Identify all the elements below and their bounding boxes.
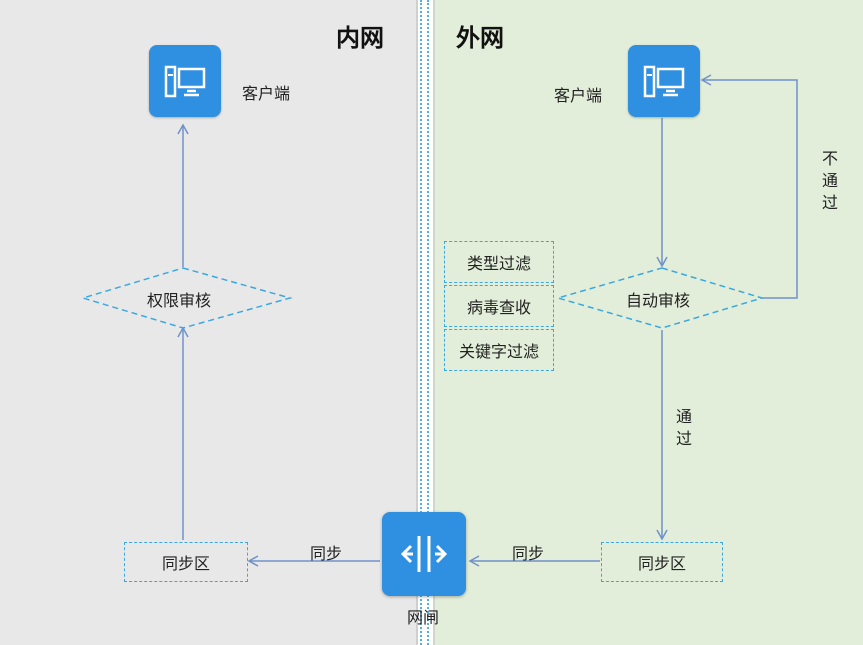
inner-zone-title: 内网 bbox=[336, 24, 384, 52]
outer-sync-arrow-label: 同步 bbox=[512, 544, 545, 563]
inner-client-icon[interactable] bbox=[149, 45, 221, 117]
filter-type: 类型过滤 bbox=[444, 241, 554, 283]
inner-review-diamond bbox=[80, 267, 293, 329]
gateway-label: 网闸 bbox=[407, 608, 440, 627]
inner-review-label: 权限审核 bbox=[147, 291, 212, 310]
network-divider bbox=[420, 0, 429, 645]
outer-zone-title: 外网 bbox=[456, 24, 504, 52]
filter-keyword: 关键字过滤 bbox=[444, 329, 554, 371]
inner-sync-arrow-label: 同步 bbox=[310, 544, 343, 563]
inner-sync-area: 同步区 bbox=[124, 542, 248, 582]
outer-review-label: 自动审核 bbox=[626, 291, 691, 310]
arrow-outer-reject-loop bbox=[700, 74, 798, 299]
outer-client-icon[interactable] bbox=[628, 45, 700, 117]
pass-label: 通过 bbox=[675, 407, 692, 448]
inner-client-label: 客户端 bbox=[242, 84, 291, 103]
outer-review-diamond bbox=[555, 267, 765, 329]
outer-client-label: 客户端 bbox=[554, 86, 603, 105]
reject-label: 不通过 bbox=[821, 149, 838, 212]
filter-virus: 病毒查收 bbox=[444, 285, 554, 327]
outer-sync-area: 同步区 bbox=[601, 542, 723, 582]
gateway-icon[interactable] bbox=[382, 512, 466, 596]
